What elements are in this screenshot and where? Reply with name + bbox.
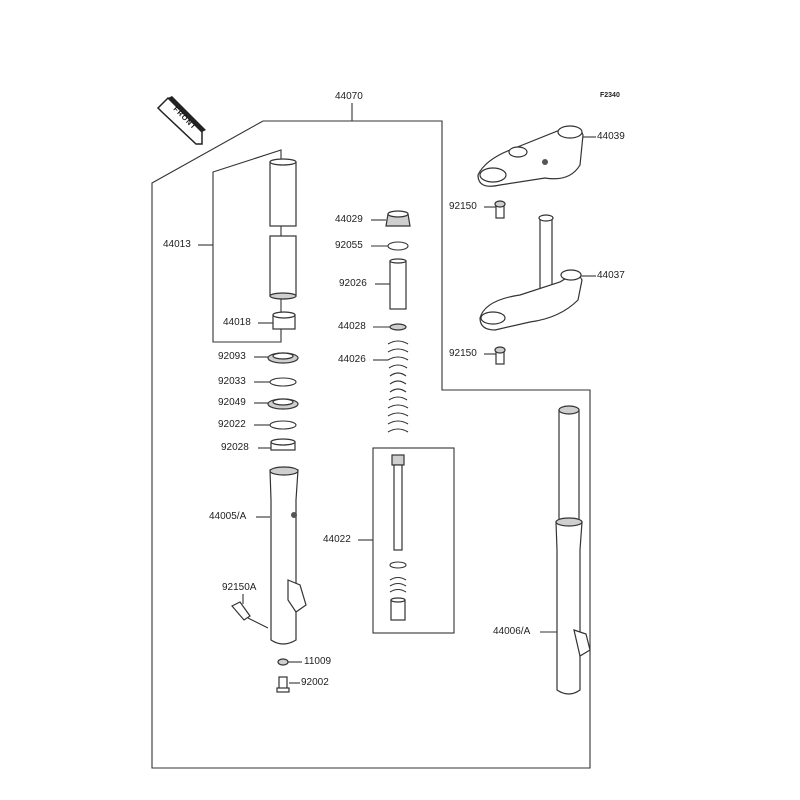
- middle-parts: [385, 210, 411, 621]
- lower-bracket-44037: [479, 214, 583, 331]
- fork-leg-44006: [555, 405, 591, 695]
- label-44029[interactable]: 44029: [335, 214, 363, 225]
- label-92150-top[interactable]: 92150: [449, 201, 477, 212]
- seal-parts: [267, 352, 299, 451]
- label-92022[interactable]: 92022: [218, 419, 246, 430]
- label-44013[interactable]: 44013: [163, 239, 191, 250]
- label-44028[interactable]: 44028: [338, 321, 366, 332]
- label-92055[interactable]: 92055: [335, 240, 363, 251]
- upper-bracket-44039: [477, 125, 584, 187]
- label-92150-bottom[interactable]: 92150: [449, 348, 477, 359]
- label-44039[interactable]: 44039: [597, 131, 625, 142]
- inner-tube-parts: [269, 158, 297, 330]
- assembly-outline-44070: [151, 120, 591, 769]
- label-92028[interactable]: 92028: [221, 442, 249, 453]
- outer-tube-44005: [269, 466, 307, 645]
- front-arrow-icon: [156, 96, 206, 145]
- label-92150a[interactable]: 92150A: [222, 582, 257, 593]
- label-92002[interactable]: 92002: [301, 677, 329, 688]
- label-44018[interactable]: 44018: [223, 317, 251, 328]
- label-92026[interactable]: 92026: [339, 278, 367, 289]
- box-44022: [372, 447, 455, 634]
- box-44013: [212, 149, 282, 343]
- diagram-code: F2340: [600, 92, 620, 99]
- label-11009[interactable]: 11009: [304, 656, 332, 667]
- label-44005a[interactable]: 44005/A: [209, 511, 247, 522]
- label-44026[interactable]: 44026: [338, 354, 366, 365]
- label-92049[interactable]: 92049: [218, 397, 246, 408]
- label-92033[interactable]: 92033: [218, 376, 246, 387]
- label-44070[interactable]: 44070: [335, 91, 363, 102]
- label-44006a[interactable]: 44006/A: [493, 626, 531, 637]
- label-92093[interactable]: 92093: [218, 351, 246, 362]
- label-44037[interactable]: 44037: [597, 270, 625, 281]
- label-44022[interactable]: 44022: [323, 534, 351, 545]
